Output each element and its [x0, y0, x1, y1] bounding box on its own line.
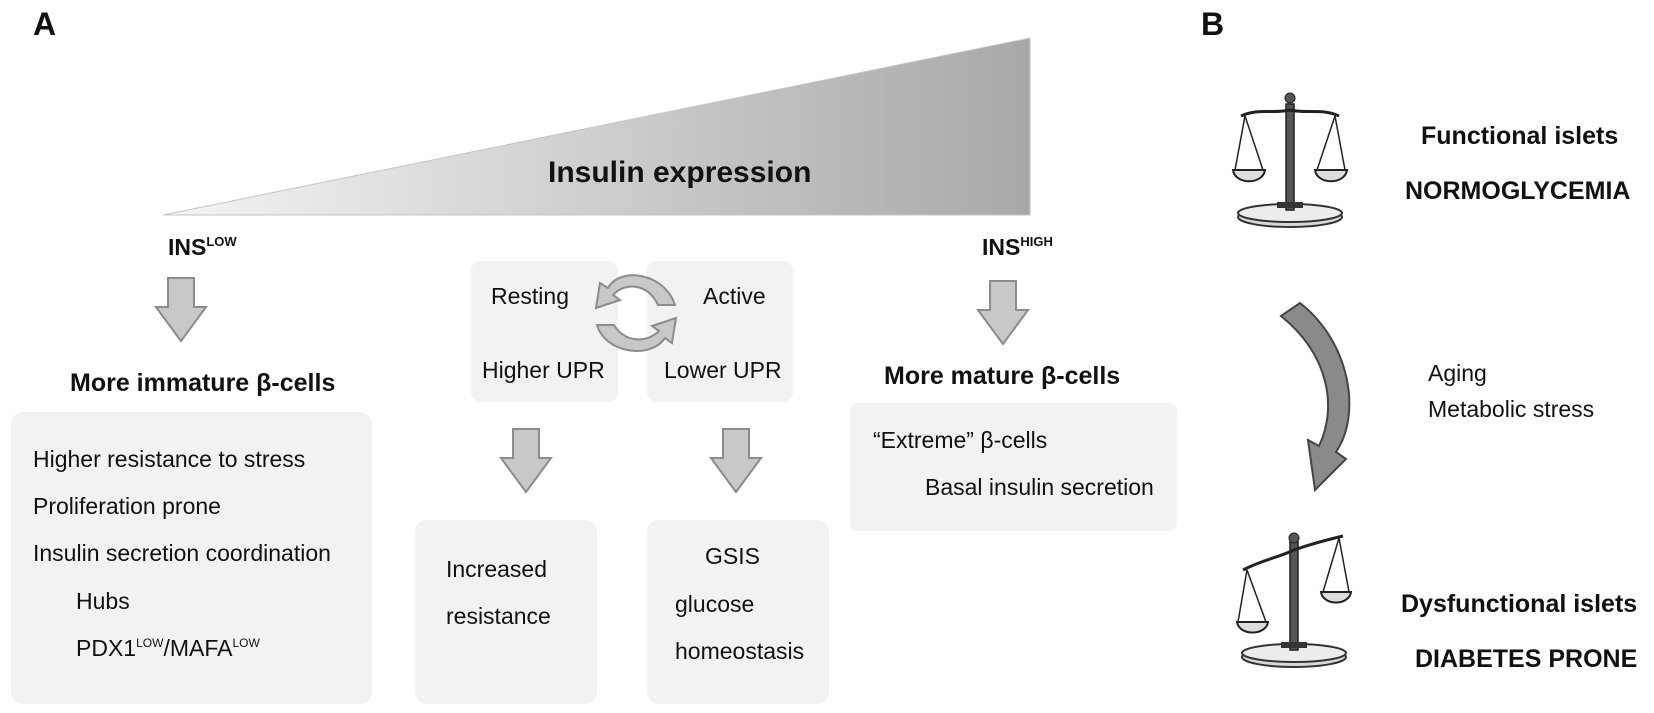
down-arrow-icon	[154, 277, 208, 343]
curved-down-arrow-icon	[1279, 301, 1351, 493]
down-arrow-icon	[976, 280, 1030, 346]
extreme-cells-label: “Extreme” β-cells	[873, 427, 1048, 453]
increased-resistance-box	[415, 520, 597, 704]
immature-item: Insulin secretion coordination	[33, 540, 331, 566]
balanced-scale-icon	[1231, 92, 1349, 228]
panel-a-letter: A	[33, 6, 57, 42]
functional-islets-label: Functional islets	[1421, 122, 1619, 150]
stress-line: Metabolic stress	[1428, 396, 1595, 422]
resting-state-box	[471, 261, 618, 402]
lower-upr-label: Lower UPR	[664, 357, 782, 383]
immature-title: More immature β-cells	[70, 369, 336, 397]
ins-high-label: INSHIGH	[982, 234, 1053, 260]
immature-item: Proliferation prone	[33, 493, 221, 519]
higher-upr-label: Higher UPR	[482, 357, 605, 383]
gradient-label: Insulin expression	[548, 156, 812, 189]
unbalanced-scale-icon	[1235, 532, 1353, 668]
gsis-box	[647, 520, 829, 704]
mature-title: More mature β-cells	[884, 362, 1121, 390]
normoglycemia-label: NORMOGLYCEMIA	[1405, 177, 1631, 205]
resting-label: Resting	[491, 283, 569, 309]
down-arrow-icon	[709, 428, 763, 494]
cycle-arrows-icon	[594, 274, 678, 352]
down-arrow-icon	[499, 428, 553, 494]
mature-properties-box	[850, 403, 1177, 531]
diabetes-prone-label: DIABETES PRONE	[1415, 645, 1638, 673]
pdx1-mafa-label: PDX1LOW/MAFALOW	[76, 635, 260, 661]
active-label: Active	[703, 283, 766, 309]
immature-item: Higher resistance to stress	[33, 446, 306, 472]
resistance-line: Increased	[446, 556, 548, 582]
gsis-line: GSIS	[705, 543, 760, 569]
ins-low-label: INSLOW	[168, 234, 237, 260]
immature-properties-box	[11, 412, 372, 704]
dysfunctional-islets-label: Dysfunctional islets	[1401, 590, 1638, 618]
gsis-line: glucose	[675, 591, 755, 617]
immature-sub-item: Hubs	[76, 588, 130, 614]
resistance-line: resistance	[446, 603, 551, 629]
stress-line: Aging	[1428, 360, 1487, 386]
panel-b-letter: B	[1201, 6, 1225, 42]
gsis-line: homeostasis	[675, 638, 805, 664]
basal-secretion-label: Basal insulin secretion	[925, 474, 1154, 500]
